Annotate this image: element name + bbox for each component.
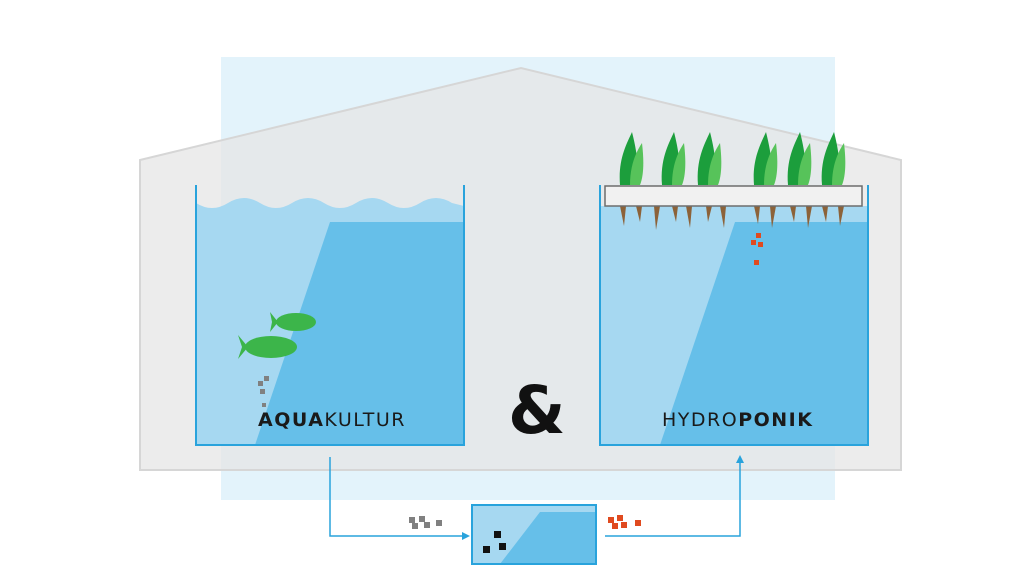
float-board xyxy=(604,185,863,207)
aquakultur-label: AQUAKULTUR xyxy=(258,409,406,431)
aquakultur-label-bold: AQUA xyxy=(258,409,325,431)
waste-particles xyxy=(409,516,442,529)
fish-icon xyxy=(270,312,316,332)
tank-outline xyxy=(195,185,465,446)
biofilter-tank xyxy=(471,504,597,565)
water-dark xyxy=(255,222,464,445)
nutrient-particles xyxy=(608,515,641,529)
tank-outline xyxy=(599,185,869,446)
waste-particles xyxy=(258,376,269,407)
nutrient-particles xyxy=(751,233,763,265)
plant-icon xyxy=(753,132,778,185)
plant-icon xyxy=(697,132,722,185)
ampersand: & xyxy=(508,372,566,449)
hydroponik-label-rest: HYDRO xyxy=(662,409,739,431)
plant-icon xyxy=(661,132,686,185)
fish-icon xyxy=(238,335,297,359)
plant-icon xyxy=(787,132,812,185)
plant-icon xyxy=(821,132,846,185)
water-dark xyxy=(660,222,868,445)
bacteria-particles xyxy=(483,531,506,553)
aquakultur-label-rest: KULTUR xyxy=(324,409,406,431)
arrow-icon xyxy=(329,457,462,537)
hydroponik-label-bold: PONIK xyxy=(738,409,814,431)
aquakultur-tank xyxy=(195,185,465,446)
hydroponik-label: HYDROPONIK xyxy=(662,409,813,431)
hydroponik-tank xyxy=(599,132,869,446)
arrow-icon xyxy=(736,455,744,463)
arrow-icon xyxy=(605,463,741,537)
arrow-icon xyxy=(462,532,470,540)
root-icon xyxy=(620,206,844,230)
plant-icon xyxy=(619,132,644,185)
